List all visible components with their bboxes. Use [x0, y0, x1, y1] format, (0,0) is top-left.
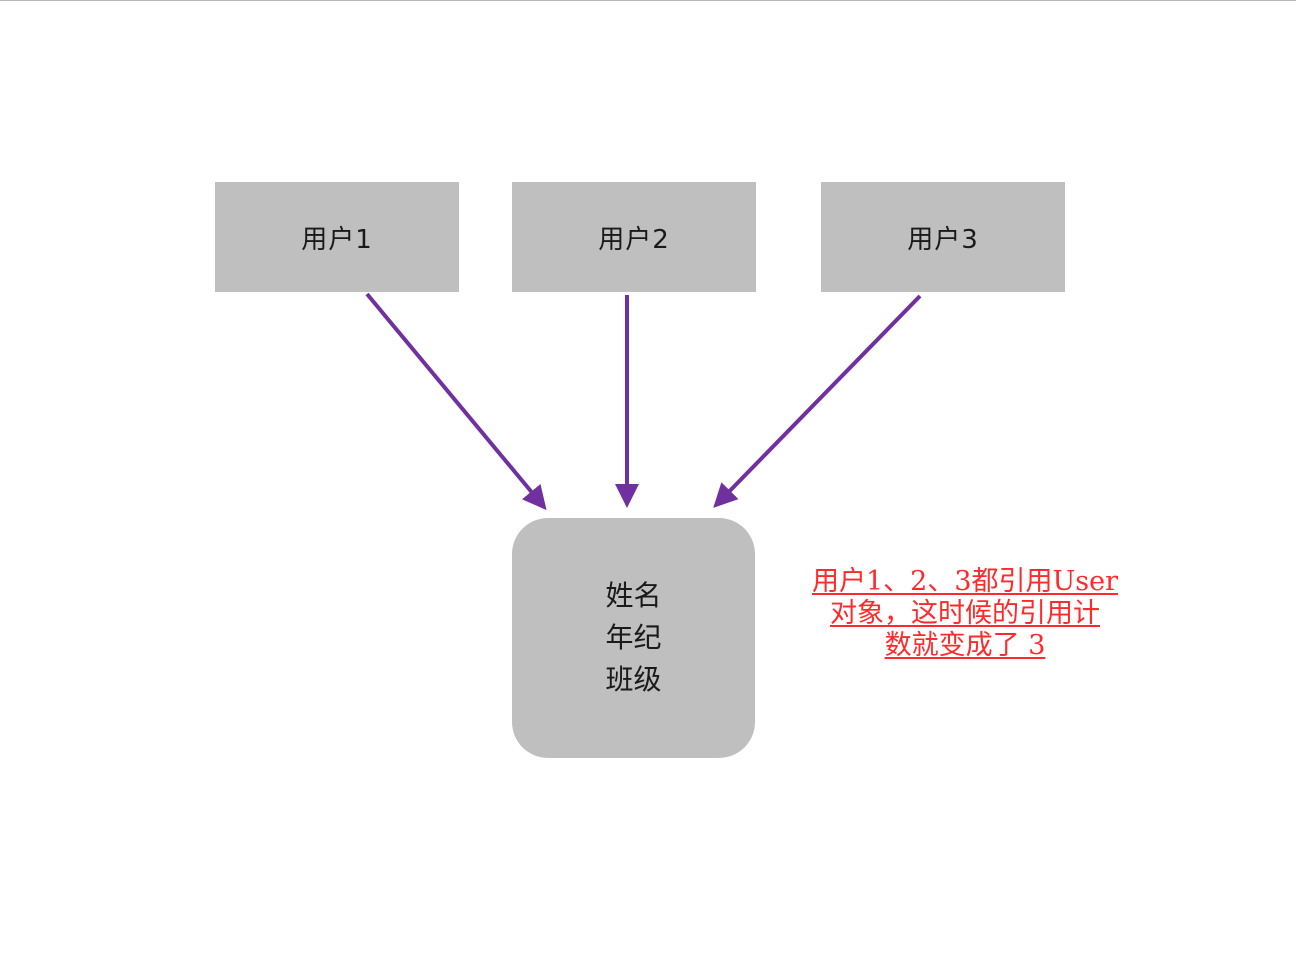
- note-line-1: 用户1、2、3都引用User: [811, 566, 1119, 597]
- note-line-3: 数就变成了 3: [884, 630, 1046, 661]
- user-3-label: 用户3: [907, 224, 979, 255]
- user-3-box: 用户3: [821, 182, 1065, 292]
- user-2-box: 用户2: [512, 182, 756, 292]
- user-1-label: 用户1: [301, 224, 373, 255]
- object-field-name: 姓名: [605, 579, 662, 612]
- arrow-user3-to-object: [713, 294, 922, 508]
- reference-count-note: 用户1、2、3都引用User 对象，这时候的引用计 数就变成了 3: [800, 566, 1130, 662]
- user-object-box: 姓名 年纪 班级: [512, 518, 755, 758]
- note-line-2: 对象，这时候的引用计: [830, 598, 1100, 629]
- user-2-label: 用户2: [598, 224, 670, 255]
- user-1-box: 用户1: [215, 182, 459, 292]
- object-field-age: 年纪: [605, 621, 662, 654]
- arrow-user1-to-object: [365, 292, 547, 511]
- object-field-class: 班级: [605, 663, 662, 696]
- top-divider: [0, 0, 1296, 1]
